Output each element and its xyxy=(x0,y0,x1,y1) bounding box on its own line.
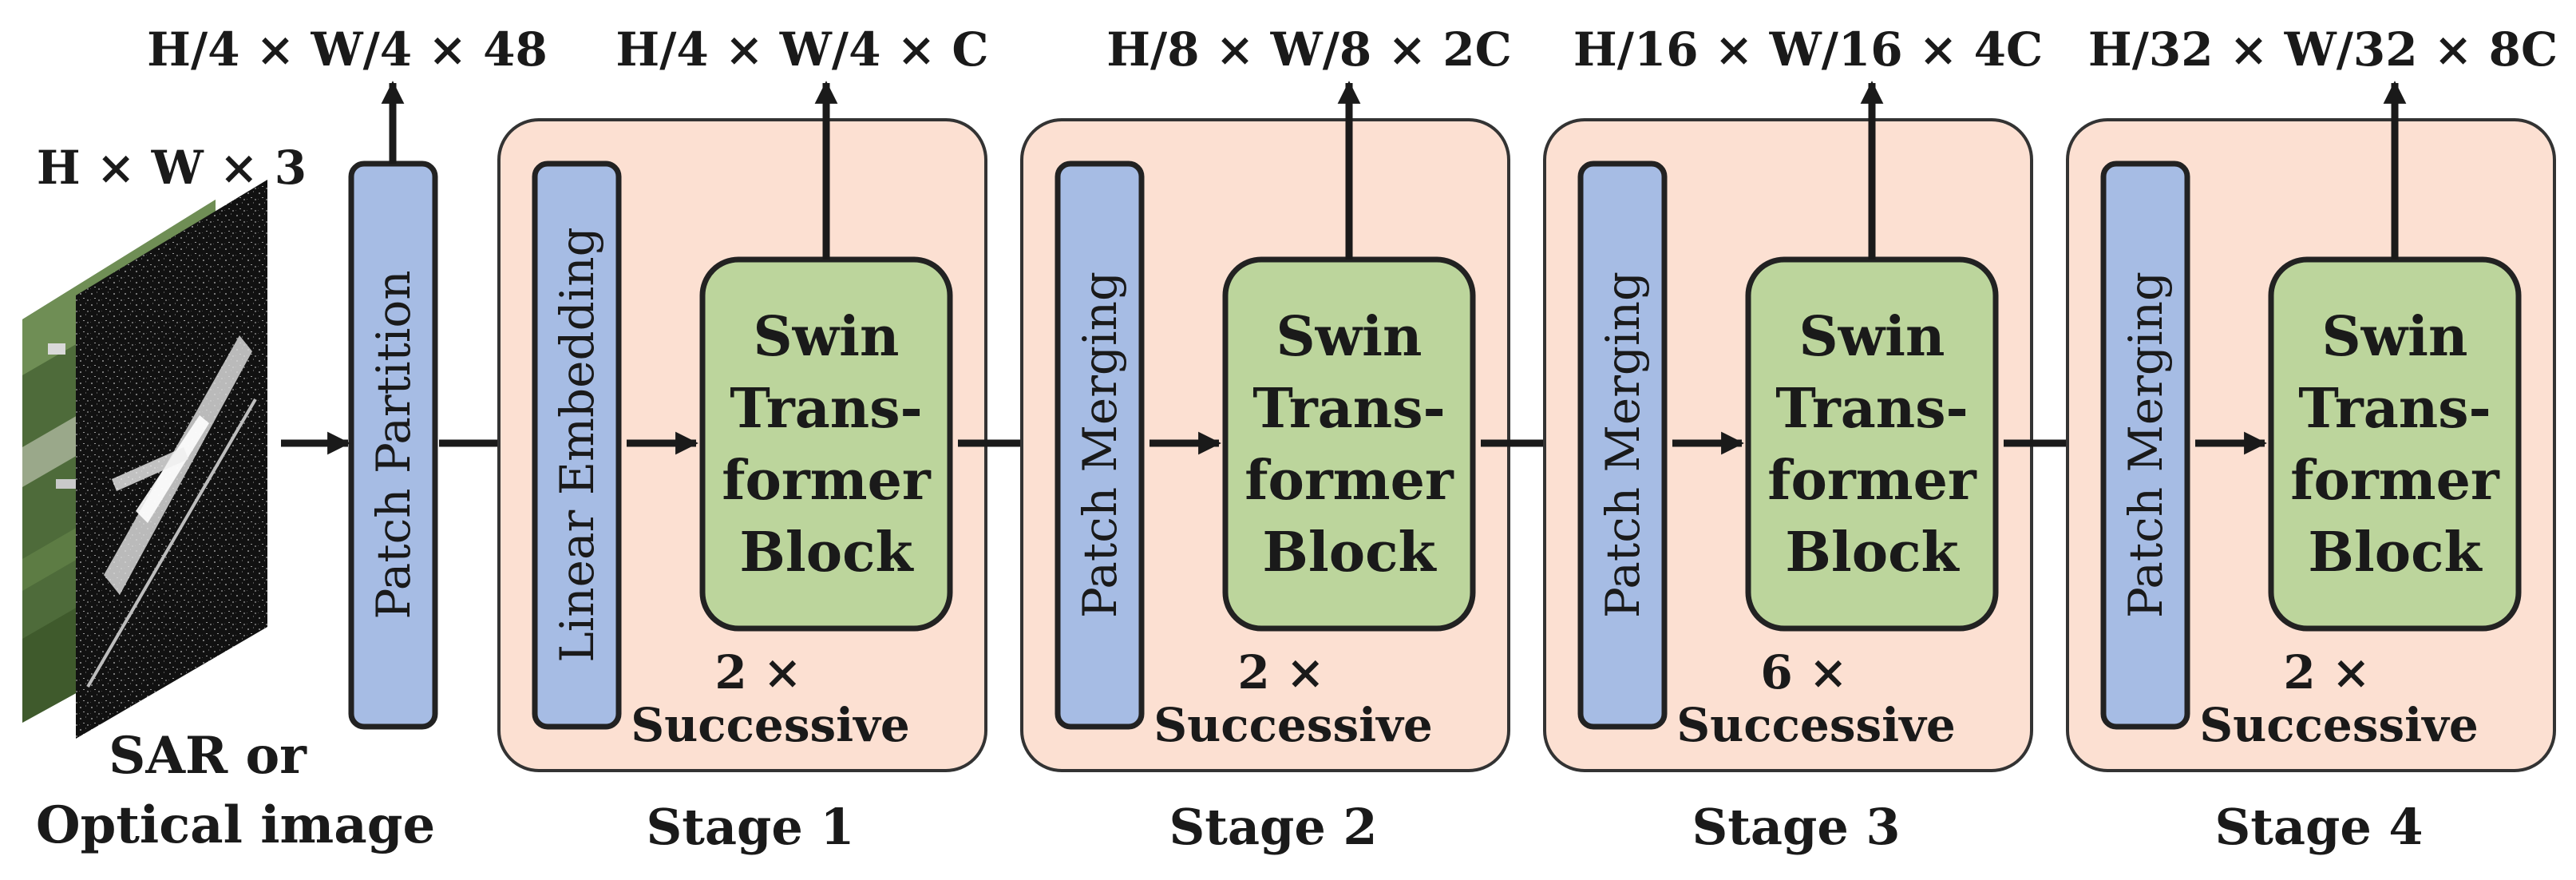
stage-2-block-line-4: Block xyxy=(1262,521,1437,585)
stage-1: Linear Embedding Swin Trans- former Bloc… xyxy=(497,22,989,856)
stage-2-block-line-3: former xyxy=(1244,449,1454,513)
stage-4: Patch Merging Swin Trans- former Block 2… xyxy=(2066,22,2558,856)
stage-3-block-line-2: Trans- xyxy=(1775,377,1969,441)
stage-1-first-layer-label: Linear Embedding xyxy=(550,227,604,663)
stage-2-first-layer-box xyxy=(1055,161,1145,730)
stage-1-block-line-1: Swin xyxy=(754,305,900,369)
stage-4-block-line-3: former xyxy=(2290,449,2500,513)
stage-1-block-line-3: former xyxy=(722,449,932,513)
stage-1-repeat-word: Successive xyxy=(631,698,910,752)
patch-partition-output-dims: H/4 × W/4 × 48 xyxy=(147,22,548,77)
input-image-stack xyxy=(22,180,267,739)
input-caption-line1: SAR or xyxy=(109,726,307,786)
patch-partition-label: Patch Partition xyxy=(366,270,421,619)
stage-4-repeat-count: 2 × xyxy=(2283,645,2370,700)
stage-3-output-dims: H/16 × W/16 × 4C xyxy=(1573,22,2043,77)
stage-1-repeat-count: 2 × xyxy=(714,645,801,700)
stage-3: Patch Merging Swin Trans- former Block 6… xyxy=(1543,22,2043,856)
stage-2-block-line-1: Swin xyxy=(1276,305,1423,369)
stage-1-block-line-2: Trans- xyxy=(730,377,923,441)
stage-1-output-dims: H/4 × W/4 × C xyxy=(615,22,988,77)
stage-2-repeat-word: Successive xyxy=(1153,698,1433,752)
stage-4-first-layer-label: Patch Merging xyxy=(2119,272,2173,618)
stage-4-block-line-1: Swin xyxy=(2322,305,2468,369)
stage-2-output-dims: H/8 × W/8 × 2C xyxy=(1106,22,1512,77)
stage-3-repeat-word: Successive xyxy=(1676,698,1956,752)
stage-4-title: Stage 4 xyxy=(2214,798,2423,856)
stage-2-block-line-2: Trans- xyxy=(1252,377,1446,441)
stage-3-block-line-1: Swin xyxy=(1799,305,1945,369)
stage-3-first-layer-box xyxy=(1577,161,1668,730)
stage-3-title: Stage 3 xyxy=(1692,798,1900,856)
stage-4-first-layer-box xyxy=(2100,161,2190,730)
input-dims-label: H × W × 3 xyxy=(37,141,307,195)
stage-3-first-layer-label: Patch Merging xyxy=(1596,272,1650,618)
stage-3-block-line-4: Block xyxy=(1785,521,1960,585)
stage-1-first-layer-box xyxy=(532,161,622,730)
stage-3-repeat-count: 6 × xyxy=(1760,645,1847,700)
stage-2-repeat-count: 2 × xyxy=(1237,645,1324,700)
stage-4-repeat-word: Successive xyxy=(2199,698,2479,752)
stage-2-title: Stage 2 xyxy=(1169,798,1377,856)
stage-1-block-line-4: Block xyxy=(739,521,914,585)
stage-2-first-layer-label: Patch Merging xyxy=(1073,272,1127,618)
stage-2: Patch Merging Swin Trans- former Block 2… xyxy=(1020,22,1512,856)
stage-4-block-line-4: Block xyxy=(2308,521,2483,585)
input-caption-line2: Optical image xyxy=(36,795,435,855)
stage-4-block-line-2: Trans- xyxy=(2298,377,2491,441)
stage-4-output-dims: H/32 × W/32 × 8C xyxy=(2088,22,2558,77)
stage-1-title: Stage 1 xyxy=(646,798,854,856)
sar-image xyxy=(76,180,267,739)
stage-3-block-line-3: former xyxy=(1767,449,1977,513)
